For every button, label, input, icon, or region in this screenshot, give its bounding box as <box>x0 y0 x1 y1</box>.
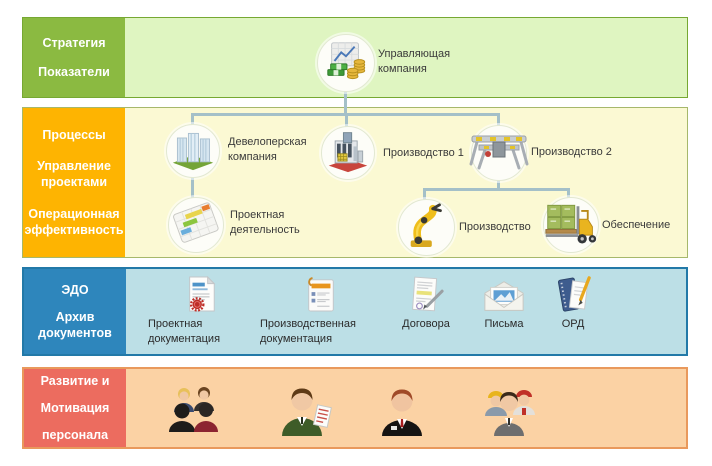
band-label-line: Мотивация <box>40 400 110 415</box>
notepad-pencil-icon <box>554 273 592 313</box>
band-label-line: Управление проектами <box>37 159 111 190</box>
band-label-line: ЭДО <box>61 282 89 297</box>
document-seal-icon <box>184 273 218 313</box>
doc-item-contracts[interactable]: Договора <box>394 273 458 332</box>
workers-group-icon <box>480 384 538 436</box>
band-label-line: Архив документов <box>38 309 112 341</box>
band-label-line: Операционная эффективность <box>24 206 124 237</box>
people-meeting-icon <box>165 384 223 436</box>
doc-item-project-documentation[interactable]: Проектная документация <box>148 273 254 347</box>
man-with-document-icon <box>276 384 332 436</box>
band-label-line: персонала <box>41 428 109 443</box>
band-hr-label: Развитие и Мотивация персонала <box>24 369 126 447</box>
doc-item-ord[interactable]: ОРД <box>545 273 601 332</box>
band-processes-label: Процессы Управление проектами Операционн… <box>23 108 125 257</box>
doc-item-label: Письма <box>484 318 524 330</box>
band-strategy: Стратегия Показатели <box>22 17 688 98</box>
band-edo-label: ЭДО Архив документов <box>24 269 126 354</box>
band-label-line: Стратегия <box>42 35 106 50</box>
envelope-icon <box>483 273 525 313</box>
band-label-line: Развитие и <box>40 373 110 388</box>
document-pen-icon <box>408 273 444 313</box>
band-label-line: Показатели <box>38 65 110 79</box>
band-label-line: Процессы <box>42 127 106 142</box>
band-strategy-label: Стратегия Показатели <box>23 18 125 97</box>
document-clip-icon <box>304 273 338 313</box>
businessman-icon <box>379 384 425 436</box>
doc-item-label: ОРД <box>561 318 585 330</box>
band-processes: Процессы Управление проектами Операционн… <box>22 107 688 258</box>
doc-item-letters[interactable]: Письма <box>475 273 533 332</box>
doc-item-production-documentation[interactable]: Производственная документация <box>260 273 382 347</box>
band-edo: ЭДО Архив документов Проектная документа… <box>22 267 688 356</box>
band-hr: Развитие и Мотивация персонала <box>22 367 688 449</box>
doc-item-label: Договора <box>402 318 450 330</box>
doc-item-label: Проектная документация <box>148 318 221 345</box>
doc-item-label: Производственная документация <box>260 318 356 345</box>
